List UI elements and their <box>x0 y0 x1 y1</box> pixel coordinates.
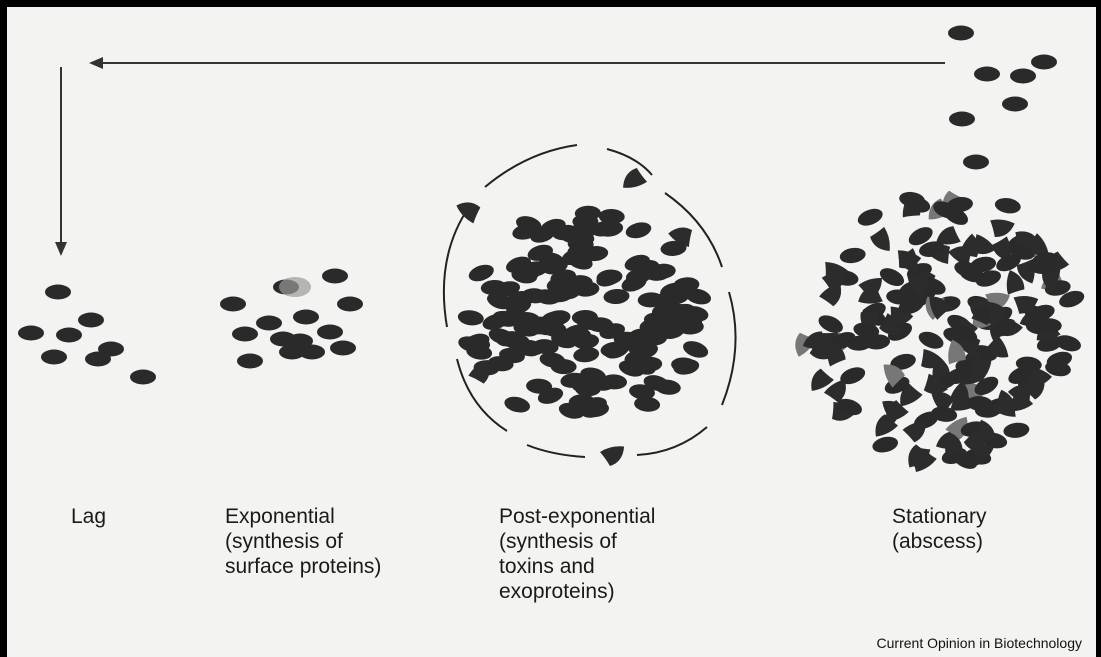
stage-label-line: (abscess) <box>892 529 987 554</box>
boundary-segment <box>444 207 469 327</box>
lag-cell <box>18 326 44 341</box>
lag-cell <box>98 342 124 357</box>
stationary-cell <box>1036 318 1062 333</box>
stage-label-line: Lag <box>71 504 106 529</box>
dispersing-cell <box>949 112 975 127</box>
post-exponential-cell <box>629 329 655 344</box>
lysed-cell-fragment <box>867 224 896 252</box>
boundary-segment <box>722 292 736 405</box>
dispersing-cell <box>1031 55 1057 70</box>
exponential-cell <box>237 354 263 369</box>
boundary-segment <box>485 145 577 187</box>
exponential-cell <box>317 325 343 340</box>
stationary-cell <box>1003 421 1031 439</box>
exponential-cell <box>322 269 348 284</box>
stationary-cell <box>839 246 867 265</box>
stage-label-line: (synthesis of <box>225 529 381 554</box>
exponential-cell <box>337 297 363 312</box>
lag-cell <box>130 370 156 385</box>
post-exponential-cell <box>681 338 710 361</box>
exponential-cell <box>256 316 282 331</box>
exponential-cell <box>220 297 246 312</box>
stationary-cell <box>871 434 900 454</box>
stage-label-line: (synthesis of <box>499 529 655 554</box>
stage-label-line: toxins and <box>499 554 655 579</box>
stage-label-lag: Lag <box>71 504 106 529</box>
exponential-cell <box>293 310 319 325</box>
stage-label-exponential: Exponential (synthesis of surface protei… <box>225 504 381 579</box>
stage-label-line: Stationary <box>892 504 987 529</box>
dispersing-cell <box>1010 69 1036 84</box>
stage-label-line: surface proteins) <box>225 554 381 579</box>
stage-label-post-exponential: Post-exponential (synthesis of toxins an… <box>499 504 655 604</box>
source-credit: Current Opinion in Biotechnology <box>877 635 1082 651</box>
lysed-cell-fragment <box>597 440 625 469</box>
stage-label-stationary: Stationary (abscess) <box>892 504 987 554</box>
dispersing-cell <box>948 26 974 41</box>
post-exponential-cell <box>572 346 600 364</box>
stationary-cell <box>994 196 1022 215</box>
exponential-cell <box>287 334 313 349</box>
boundary-segment <box>607 149 652 175</box>
stage-label-line: Exponential <box>225 504 381 529</box>
exponential-highlight <box>279 277 311 297</box>
dispersing-cell <box>1002 97 1028 112</box>
boundary-segment <box>637 427 707 455</box>
stage-label-line: exoproteins) <box>499 579 655 604</box>
lysed-cell-fragment <box>984 210 1016 242</box>
lag-cell <box>56 328 82 343</box>
dispersing-cell <box>974 67 1000 82</box>
post-exponential-cell <box>457 309 485 327</box>
stage-label-line: Post-exponential <box>499 504 655 529</box>
lag-cell <box>45 285 71 300</box>
exponential-cell <box>232 327 258 342</box>
dispersing-cell <box>963 155 989 170</box>
stationary-cell <box>855 206 885 229</box>
lag-cell <box>78 313 104 328</box>
exponential-cell <box>330 341 356 356</box>
lag-cell <box>41 350 67 365</box>
post-exponential-cell <box>550 359 576 374</box>
bacteria-cells <box>18 26 1086 473</box>
stationary-cell <box>877 265 907 290</box>
stationary-cell <box>916 328 946 352</box>
post-exponential-cell <box>624 220 653 241</box>
boundary-segment <box>527 445 585 457</box>
post-exponential-cell <box>503 394 532 414</box>
